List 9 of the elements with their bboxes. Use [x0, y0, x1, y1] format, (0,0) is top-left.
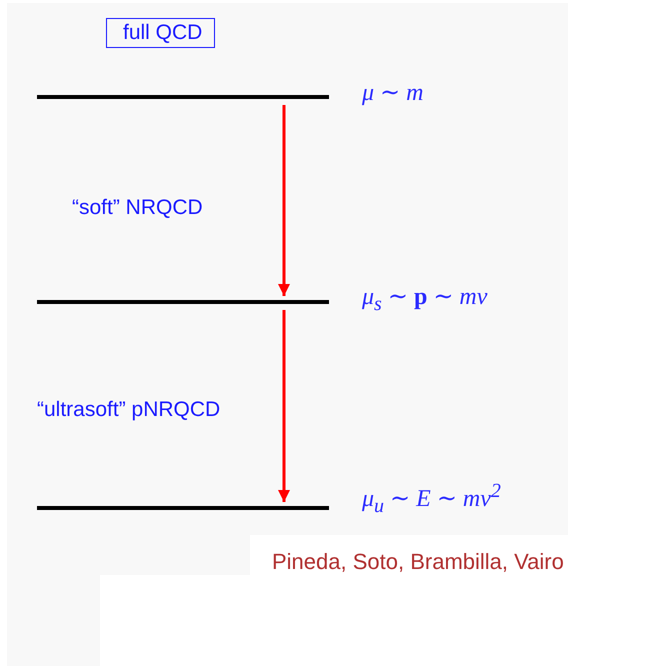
arrow — [278, 105, 290, 296]
effective-theory-label: “soft” NRQCD — [72, 196, 203, 220]
citation-text: Pineda, Soto, Brambilla, Vairo — [272, 549, 564, 575]
arrow — [278, 310, 290, 502]
scale-formula: μ$_{u}$ ∼ E ∼ mv$^{2}$ — [362, 480, 501, 518]
label-box: full QCD — [106, 18, 216, 48]
effective-theory-label: “ultrasoft” pNRQCD — [37, 398, 220, 422]
scale-formula: μ ∼ m — [362, 79, 424, 107]
scale-formula: μ$_{s}$ ∼ p ∼ mv — [362, 283, 488, 316]
